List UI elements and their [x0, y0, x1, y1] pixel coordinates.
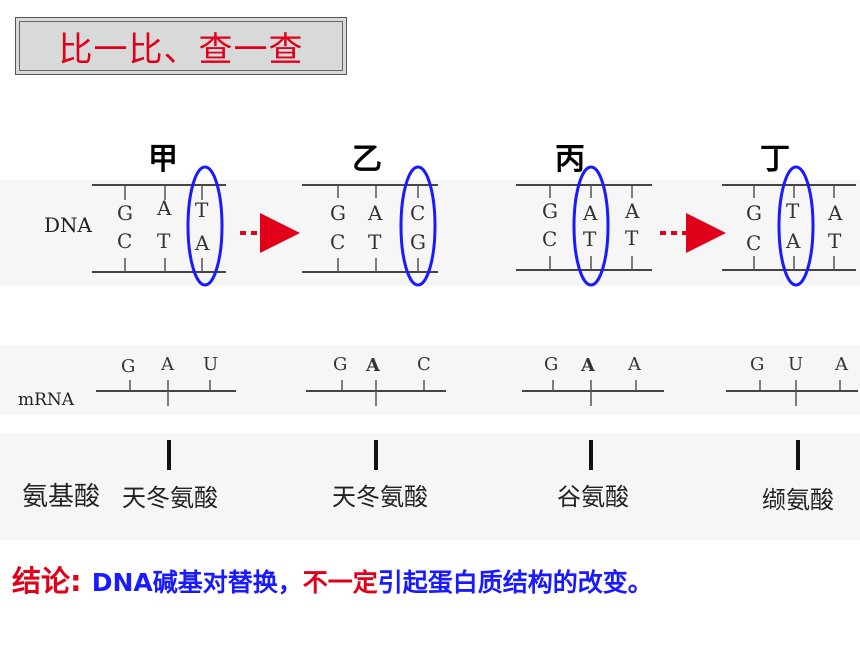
conclusion-highlight: 不一定: [302, 568, 378, 597]
dna-base: C: [542, 227, 557, 251]
mrna-base: G: [544, 354, 558, 375]
dna-base: C: [330, 230, 345, 254]
dna-base: T: [157, 229, 171, 253]
dna-base: T: [625, 226, 639, 250]
mrna-base: U: [788, 354, 803, 375]
aa-row-label: 氨基酸: [22, 482, 100, 512]
column-label-ding: 丁: [760, 142, 790, 177]
column-label-bing: 丙: [555, 142, 585, 177]
group-ding: G T A C A T G U A 缬氨酸: [722, 165, 858, 514]
mrna-band: [0, 345, 860, 415]
conclusion: 结论: DNA碱基对替换，不一定引起蛋白质结构的改变。: [12, 558, 653, 600]
mrna-base: G: [750, 354, 764, 375]
mrna-base: G: [121, 356, 135, 377]
dna-base: G: [542, 199, 558, 223]
dna-base: A: [827, 201, 843, 225]
dna-base: G: [117, 201, 133, 225]
dna-base: T: [828, 229, 842, 253]
mrna-base: C: [417, 354, 431, 375]
aa-band: [0, 433, 860, 540]
mutation-circle: [777, 165, 815, 287]
title-box: 比一比、查一查: [15, 17, 347, 75]
mutation-circle: [186, 165, 224, 287]
mrna-base: A: [627, 354, 642, 375]
mutation-circle: [399, 165, 437, 287]
mutation-circle: [572, 165, 610, 287]
mrna-row-label: mRNA: [18, 390, 75, 410]
mrna-base: G: [333, 354, 347, 375]
group-yi: G A C C T G G A C 天冬氨酸: [302, 165, 446, 511]
dna-base: G: [330, 201, 346, 225]
dna-base: C: [410, 201, 425, 225]
mrna-base: A: [160, 354, 175, 375]
conclusion-part1: DNA碱基对替换，: [91, 568, 303, 597]
dna-base: A: [582, 201, 598, 225]
column-label-jia: 甲: [148, 142, 178, 177]
dna-base: T: [786, 199, 800, 223]
conclusion-prefix: 结论:: [12, 564, 82, 598]
dna-base: A: [785, 229, 801, 253]
amino-acid-label: 天冬氨酸: [332, 483, 428, 511]
group-bing: G A A C T T G A A 谷氨酸: [516, 165, 664, 511]
dna-base: A: [194, 231, 210, 255]
dna-base: G: [746, 201, 762, 225]
dna-base: G: [410, 230, 426, 254]
amino-acid-label: 谷氨酸: [557, 483, 629, 511]
amino-acid-label: 天冬氨酸: [122, 484, 218, 512]
mrna-base: A: [365, 355, 381, 376]
mrna-base: A: [834, 354, 849, 375]
mrna-base: U: [203, 354, 218, 375]
dna-base: C: [746, 231, 761, 255]
slide-title: 比一比、查一查: [58, 29, 304, 70]
group-jia: G A T C T A G A U 天冬氨酸: [92, 165, 236, 512]
amino-acid-label: 缬氨酸: [762, 486, 834, 514]
mrna-base: A: [580, 355, 596, 376]
conclusion-part2: 引起蛋白质结构的改变。: [377, 568, 653, 597]
dna-base: T: [368, 230, 382, 254]
dna-base: A: [156, 196, 172, 220]
dna-base: T: [195, 198, 209, 222]
column-label-yi: 乙: [352, 142, 382, 177]
dna-base: T: [583, 227, 597, 251]
dna-row-label: DNA: [44, 213, 93, 237]
dna-base: A: [367, 201, 383, 225]
dna-base: A: [624, 199, 640, 223]
dna-base: C: [117, 229, 132, 253]
